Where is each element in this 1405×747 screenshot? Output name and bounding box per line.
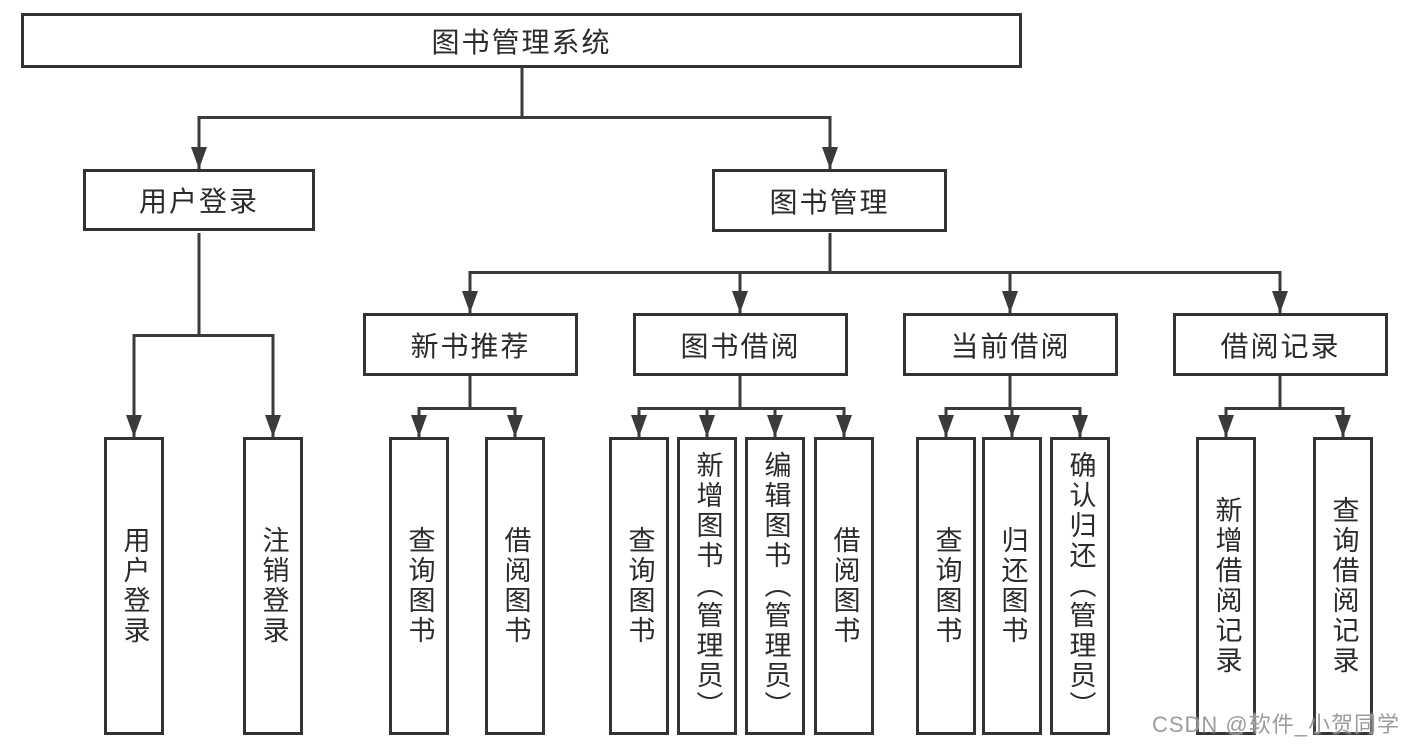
- node-current-borrowing: 当前借阅: [903, 313, 1118, 376]
- leaf-add-books-admin: 新增图书（管理员）: [677, 437, 737, 735]
- arrowhead-icons: [126, 147, 1351, 437]
- leaf-query-books-current: 查询图书: [916, 437, 976, 735]
- leaf-add-borrow-record: 新增借阅记录: [1196, 437, 1256, 735]
- node-root-system: 图书管理系统: [21, 13, 1022, 68]
- watermark-text: CSDN @软件_小贺同学: [1151, 712, 1400, 737]
- node-book-management: 图书管理: [712, 169, 947, 232]
- leaf-logout: 注销登录: [243, 437, 303, 735]
- node-user-login: 用户登录: [83, 169, 315, 231]
- leaf-borrow-books-recommend: 借阅图书: [485, 437, 545, 735]
- leaf-confirm-return-admin: 确认归还（管理员）: [1050, 437, 1110, 735]
- leaf-query-books-borrowing: 查询图书: [609, 437, 669, 735]
- leaf-query-books-recommend: 查询图书: [389, 437, 449, 735]
- node-new-book-recommendation: 新书推荐: [363, 313, 578, 376]
- leaf-query-borrow-record: 查询借阅记录: [1313, 437, 1373, 735]
- leaf-edit-books-admin: 编辑图书（管理员）: [745, 437, 805, 735]
- node-borrowing-records: 借阅记录: [1173, 313, 1388, 376]
- leaf-borrow-books: 借阅图书: [814, 437, 874, 735]
- leaf-return-books: 归还图书: [982, 437, 1042, 735]
- node-book-borrowing: 图书借阅: [633, 313, 848, 376]
- leaf-user-login: 用户登录: [104, 437, 164, 735]
